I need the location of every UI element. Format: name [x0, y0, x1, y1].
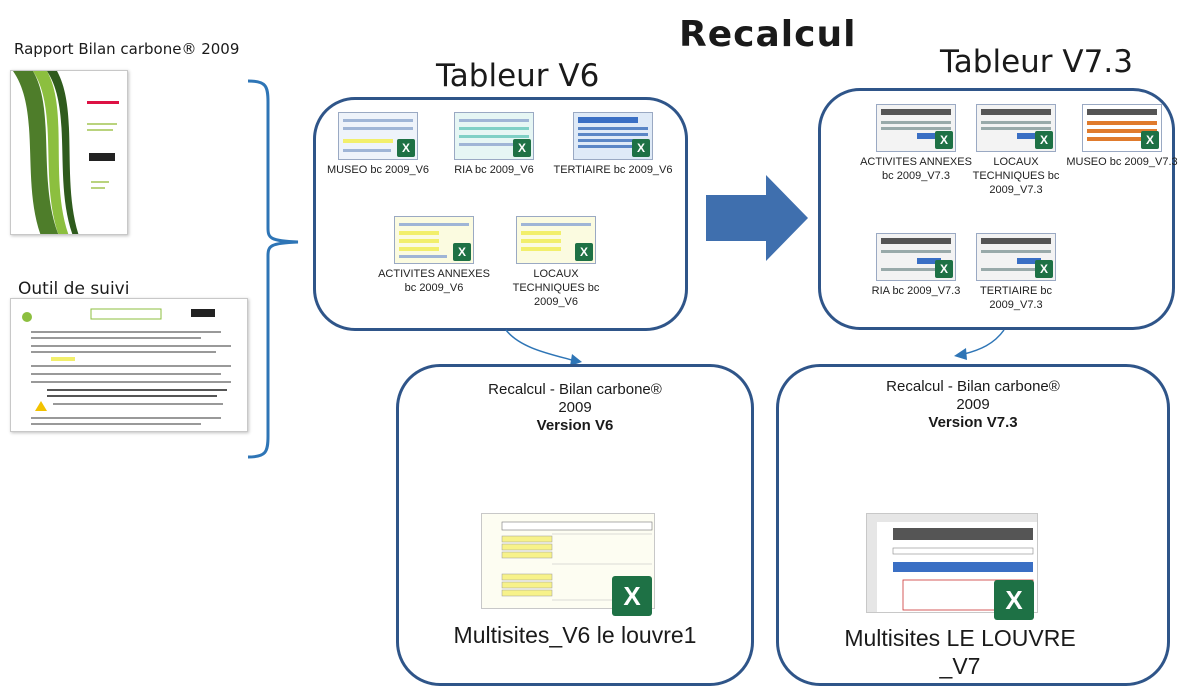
v6-file-locaux[interactable]: X LOCAUX TECHNIQUES bc 2009_V6	[496, 216, 616, 309]
result-v6-title: Recalcul - Bilan carbone® 2009 Version V…	[396, 381, 754, 435]
result-v7-file-label[interactable]: Multisites LE LOUVRE _V7	[844, 625, 1076, 679]
report-cover-graphic	[13, 71, 119, 234]
result-v6-line1: Recalcul - Bilan carbone®	[488, 381, 662, 398]
file-label: LOCAUX TECHNIQUES bc 2009_V6	[512, 268, 600, 308]
result-v7-line2: 2009	[956, 396, 990, 413]
excel-icon: X	[513, 139, 531, 157]
file-label: LOCAUX TECHNIQUES bc 2009_V7.3	[972, 156, 1060, 196]
file-label: ACTIVITES ANNEXES bc 2009_V6	[378, 268, 490, 294]
v73-file-tertiaire[interactable]: X TERTIAIRE bc 2009_V7.3	[956, 233, 1076, 312]
v73-file-activites[interactable]: X ACTIVITES ANNEXES bc 2009_V7.3	[856, 104, 976, 183]
excel-icon: X	[1035, 260, 1053, 278]
tool-document-graphic	[22, 308, 231, 425]
excel-icon: X	[935, 131, 953, 149]
bracket-icon	[247, 79, 299, 459]
result-v6-file-label[interactable]: Multisites_V6 le louvre1	[453, 622, 697, 648]
v6-file-museo[interactable]: X MUSEO bc 2009_V6	[318, 112, 438, 177]
excel-icon: X	[994, 580, 1034, 620]
file-label: MUSEO bc 2009_V6	[326, 164, 430, 176]
v6-heading: Tableur V6	[436, 58, 600, 94]
v6-file-tertiaire[interactable]: X TERTIAIRE bc 2009_V6	[553, 112, 673, 177]
excel-icon: X	[935, 260, 953, 278]
file-label: RIA bc 2009_V7.3	[871, 285, 961, 297]
curved-arrow-icon	[954, 329, 1005, 360]
file-label: TERTIAIRE bc 2009_V7.3	[980, 285, 1052, 311]
v73-file-locaux[interactable]: X LOCAUX TECHNIQUES bc 2009_V7.3	[956, 104, 1076, 197]
v73-heading: Tableur V7.3	[940, 44, 1133, 80]
result-v7-version: Version V7.3	[928, 414, 1018, 431]
file-label: TERTIAIRE bc 2009_V6	[553, 164, 673, 176]
result-v7-title: Recalcul - Bilan carbone® 2009 Version V…	[776, 378, 1170, 432]
result-v6-line2: 2009	[558, 399, 592, 416]
file-label: ACTIVITES ANNEXES bc 2009_V7.3	[860, 156, 972, 182]
excel-icon: X	[397, 139, 415, 157]
result-v6-file-thumbnail[interactable]	[481, 513, 655, 609]
report-label: Rapport Bilan carbone® 2009	[14, 40, 240, 58]
file-label: RIA bc 2009_V6	[454, 164, 534, 176]
excel-icon: X	[453, 243, 471, 261]
excel-icon: X	[575, 243, 593, 261]
excel-icon: X	[1141, 131, 1159, 149]
curved-arrow-icon	[505, 329, 582, 366]
tool-label: Outil de suivi	[18, 279, 130, 299]
excel-icon: X	[1035, 131, 1053, 149]
excel-icon: X	[632, 139, 650, 157]
file-label: MUSEO bc 2009_V7.3	[1066, 156, 1178, 168]
v73-file-ria[interactable]: X RIA bc 2009_V7.3	[856, 233, 976, 298]
v6-file-activites[interactable]: X ACTIVITES ANNEXES bc 2009_V6	[374, 216, 494, 295]
tool-thumbnail[interactable]	[10, 298, 248, 432]
excel-icon: X	[612, 576, 652, 616]
arrow-right-icon	[706, 175, 808, 261]
result-v7-line1: Recalcul - Bilan carbone®	[886, 378, 1060, 395]
v73-file-museo[interactable]: X MUSEO bc 2009_V7.3	[1062, 104, 1179, 169]
report-thumbnail[interactable]	[10, 70, 128, 235]
result-v6-version: Version V6	[536, 417, 614, 434]
v6-file-ria[interactable]: X RIA bc 2009_V6	[434, 112, 554, 177]
main-title: Recalcul	[679, 14, 857, 55]
